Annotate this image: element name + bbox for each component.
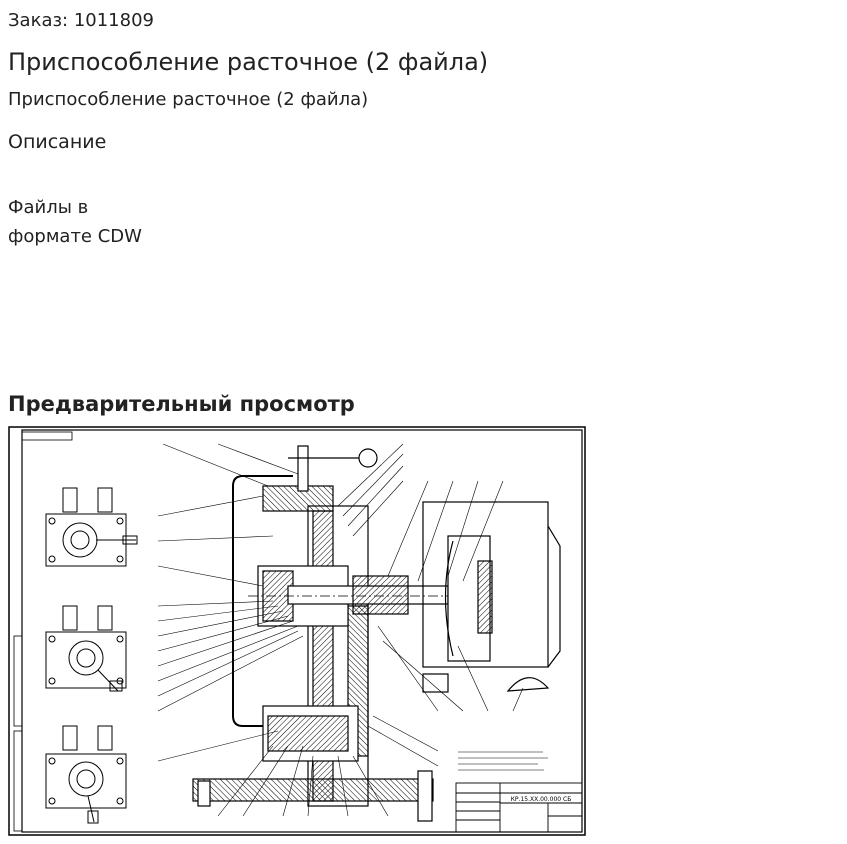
cad-drawing-image: КР.15.ХХ.00.000 СБ [8,426,586,836]
title-block-code: КР.15.ХХ.00.000 СБ [511,796,572,803]
page-subtitle: Приспособление расточное (2 файла) [8,89,369,110]
preview-drawing[interactable]: КР.15.ХХ.00.000 СБ [8,426,586,836]
files-format-note: Файлы в формате CDW [8,197,142,247]
description-heading: Описание [8,131,107,153]
order-number: Заказ: 1011809 [8,10,154,31]
page-title: Приспособление расточное (2 файла) [8,48,489,76]
preview-heading: Предварительный просмотр [8,392,355,416]
